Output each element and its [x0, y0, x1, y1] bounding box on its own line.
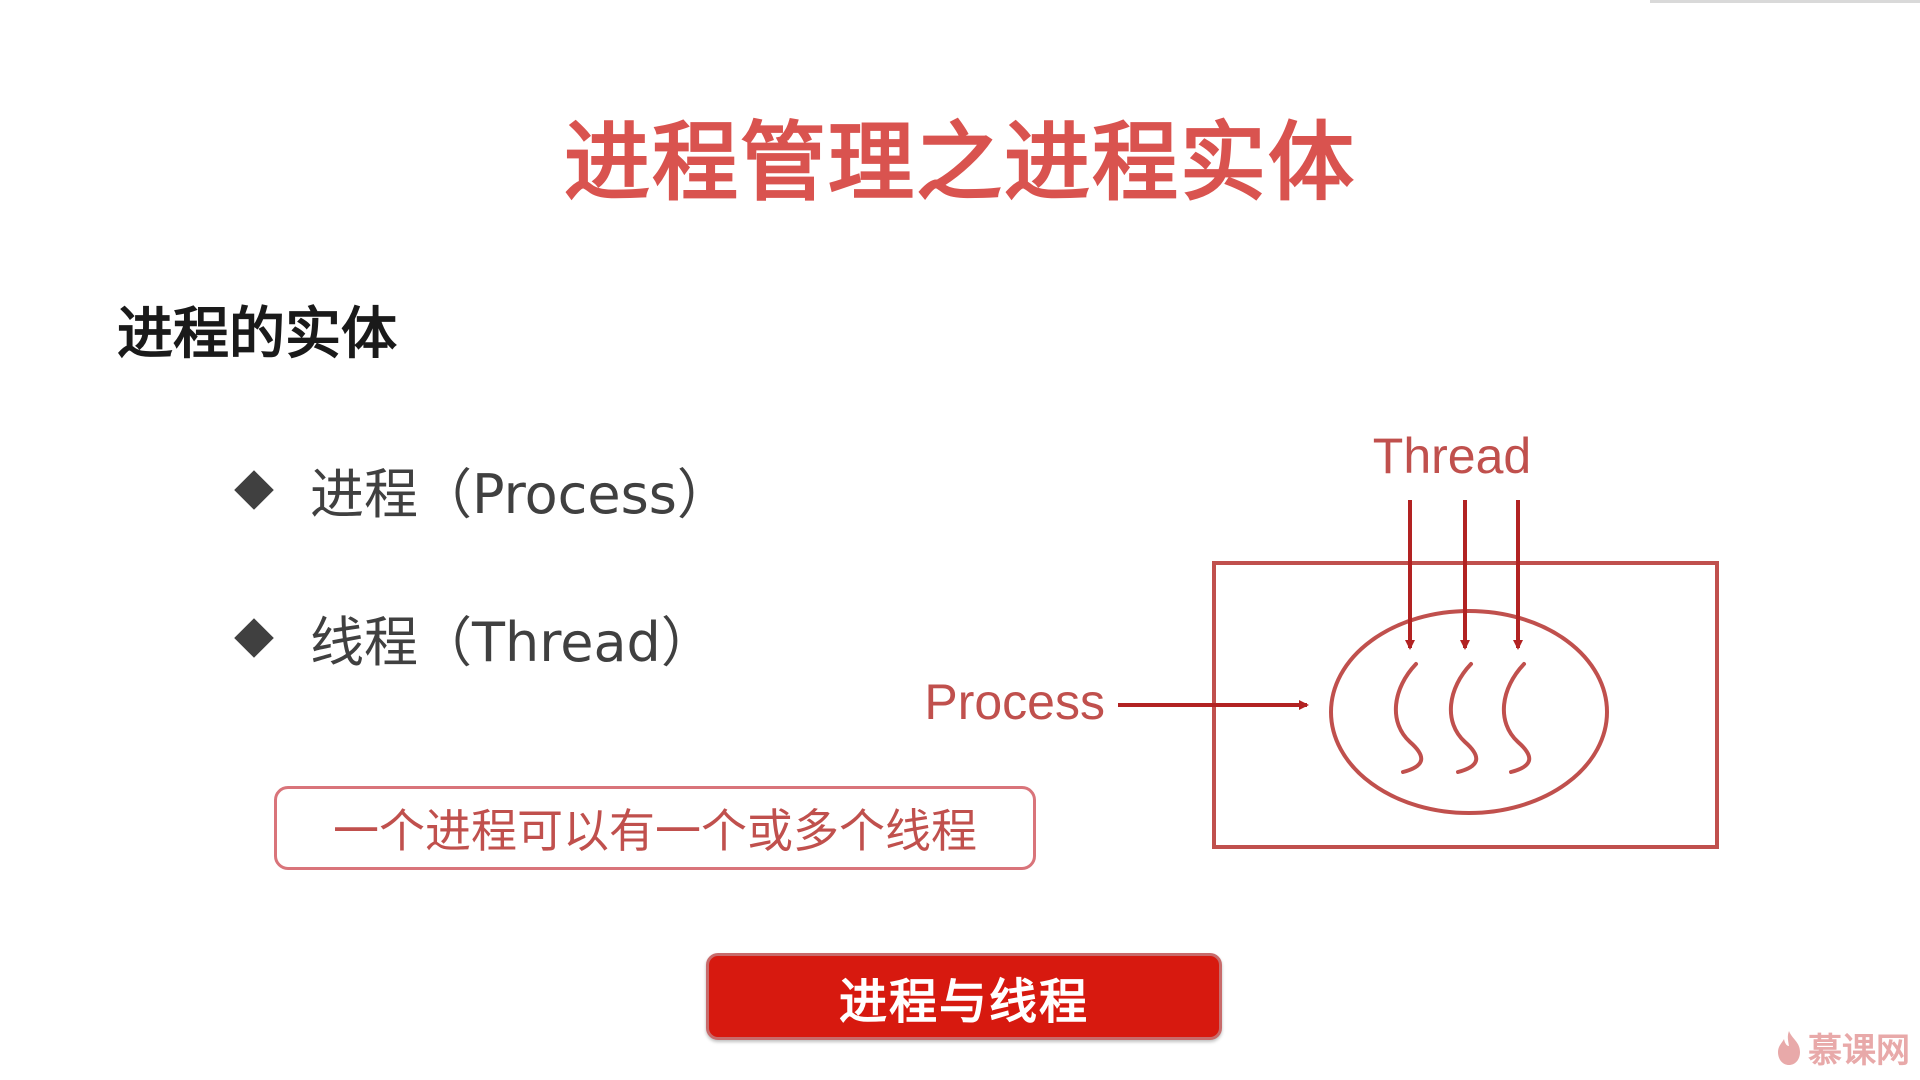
process-ellipse: [1329, 609, 1609, 815]
thread-squiggle-3: [1501, 662, 1532, 774]
thread-label: Thread: [1373, 428, 1531, 484]
process-and-thread-button[interactable]: 进程与线程: [706, 953, 1222, 1040]
page-title: 进程管理之进程实体: [564, 113, 1356, 213]
flame-icon: [1778, 1030, 1800, 1065]
section-heading: 进程的实体: [117, 302, 397, 367]
thread-squiggle-2: [1448, 662, 1479, 774]
brand-watermark: 慕课网: [1776, 1023, 1910, 1072]
bullet-item-thread: 线程（Thread）: [232, 598, 715, 677]
bullet-label: 进程（Process）: [310, 463, 731, 526]
note-text: 一个进程可以有一个或多个线程: [333, 804, 977, 858]
top-divider: [1650, 0, 1920, 3]
bullet-item-process: 进程（Process）: [232, 450, 731, 529]
button-label: 进程与线程: [838, 973, 1089, 1030]
brand-name: 慕课网: [1808, 1031, 1910, 1071]
note-box: 一个进程可以有一个或多个线程: [274, 786, 1036, 870]
thread-squiggle-1: [1393, 662, 1424, 774]
process-label: Process: [924, 674, 1105, 730]
bullet-label: 线程（Thread）: [310, 611, 715, 674]
